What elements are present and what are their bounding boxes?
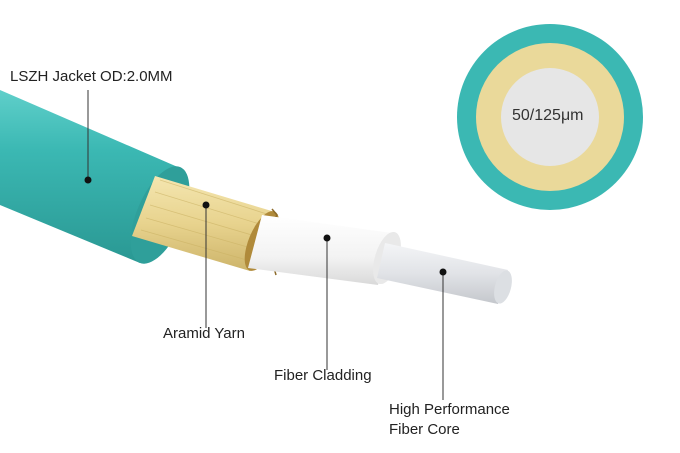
jacket-label: LSZH Jacket OD:2.0MM [10, 68, 173, 85]
jacket-leader-dot [84, 176, 92, 184]
cross-section-label: 50/125μm [512, 107, 584, 124]
cross-section [457, 24, 643, 210]
core-label-line1: High Performance [389, 401, 510, 418]
cladding-label: Fiber Cladding [274, 367, 372, 384]
aramid-leader-dot [202, 201, 210, 209]
cladding-leader-dot [323, 234, 331, 242]
core-label-line2: Fiber Core [389, 421, 460, 438]
core-leader-dot [439, 268, 447, 276]
aramid-label: Aramid Yarn [163, 325, 245, 342]
core-segment [377, 243, 512, 304]
